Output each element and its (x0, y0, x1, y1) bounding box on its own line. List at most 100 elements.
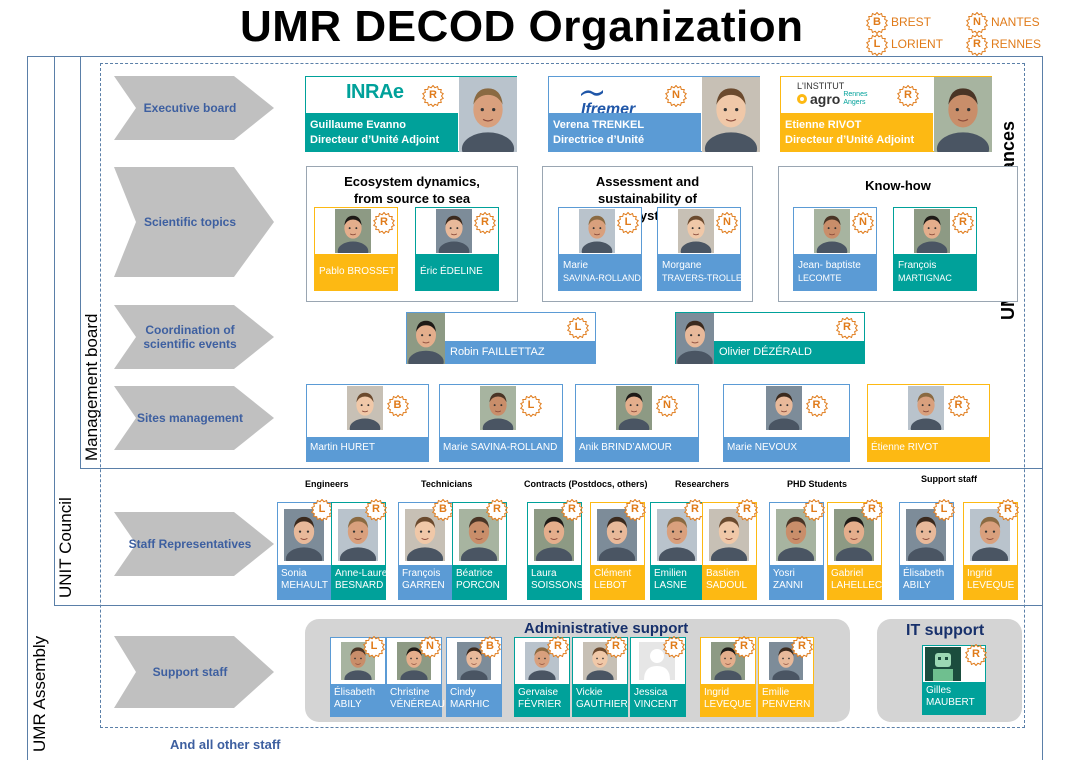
city-badge-icon: N (966, 12, 988, 34)
city-badge-icon: R (486, 499, 508, 521)
portrait-photo (335, 209, 371, 253)
site-manager-name: Anik BRIND’AMOUR (579, 442, 672, 453)
admin-first-name: Emilie (762, 687, 790, 698)
city-badge-icon: R (365, 499, 387, 521)
city-badge-icon: R (965, 644, 987, 666)
city-badge-icon: N (419, 636, 441, 658)
agro-logo-cities: Rennes Angers (843, 91, 868, 106)
agro-logo-prefix: L'INSTITUT (797, 81, 845, 91)
person-first-name: Morgane (662, 260, 702, 271)
admin-first-name: Christine (390, 687, 430, 698)
badge-letter: L (574, 321, 582, 333)
badge-letter: L (940, 503, 948, 515)
portrait-photo (765, 386, 802, 430)
badge-letter: N (973, 16, 981, 28)
badge-letter: B (486, 640, 494, 652)
staff-rep-last-name: MEHAULT (281, 580, 329, 591)
admin-first-name: Jessica (634, 687, 668, 698)
it-first-name: Gilles (926, 685, 952, 696)
portrait-photo (676, 313, 714, 364)
badge-letter: B (439, 503, 447, 515)
city-badge-icon: N (656, 395, 678, 417)
portrait-photo (436, 209, 472, 253)
city-badge-icon: R (547, 636, 569, 658)
inrae-logo: INRAe (346, 81, 404, 103)
page-title: UMR DECOD Organization (240, 2, 804, 51)
row-label-executive: Executive board (143, 101, 237, 115)
city-badge-icon: L (520, 395, 542, 417)
person-last-name: MARTIGNAC (898, 273, 952, 283)
city-badge-icon: R (624, 499, 646, 521)
badge-letter: R (743, 503, 751, 515)
badge-letter: R (812, 399, 821, 411)
staff-rep-first-name: Yosri (773, 568, 795, 579)
it-support-title: IT support (906, 622, 985, 639)
row-arrow-staff: Staff Representatives (114, 512, 274, 576)
footer-note: And all other staff (170, 737, 281, 752)
badge-letter: R (973, 38, 981, 50)
portrait-photo (814, 209, 850, 253)
staff-rep-last-name: LASNE (654, 580, 687, 591)
portrait-photo (616, 386, 652, 430)
portrait-photo (346, 386, 383, 430)
city-badge-icon: R (805, 395, 828, 417)
site-manager-name: Martin HURET (310, 442, 376, 453)
city-badge-icon: L (311, 499, 333, 521)
person-first-name: François (898, 260, 937, 271)
robot-avatar-icon (925, 647, 961, 681)
staff-rep-first-name: Gabriel (831, 568, 864, 579)
topic-title: Ecosystem dynamics, from source to sea (344, 174, 480, 206)
city-badge-icon: N (852, 212, 874, 234)
badge-letter: L (370, 640, 378, 652)
person-name-bar: Éric ÉDELINE (416, 254, 498, 290)
city-badge-icon: B (386, 395, 409, 417)
staff-rep-last-name: PORCON (456, 580, 500, 591)
city-badge-icon: R (474, 212, 496, 234)
executive-name: Guillaume Evanno (310, 119, 406, 131)
admin-last-name: ABILY (334, 699, 362, 710)
portrait-photo (338, 509, 378, 561)
portrait-photo (579, 209, 615, 253)
admin-last-name: PENVERN (762, 699, 811, 710)
badge-letter: R (612, 640, 620, 652)
row-label-coordination: Coordination of scientific events (143, 323, 237, 351)
badge-letter: R (954, 399, 963, 411)
site-manager-name-bar: Marie SAVINA-ROLLAND (440, 437, 562, 461)
badge-letter: R (554, 640, 562, 652)
badge-letter: R (631, 503, 639, 515)
row-label-staff: Staff Representatives (128, 537, 252, 551)
badge-letter: R (843, 321, 851, 333)
site-manager-card: B Martin HURET (306, 384, 429, 462)
